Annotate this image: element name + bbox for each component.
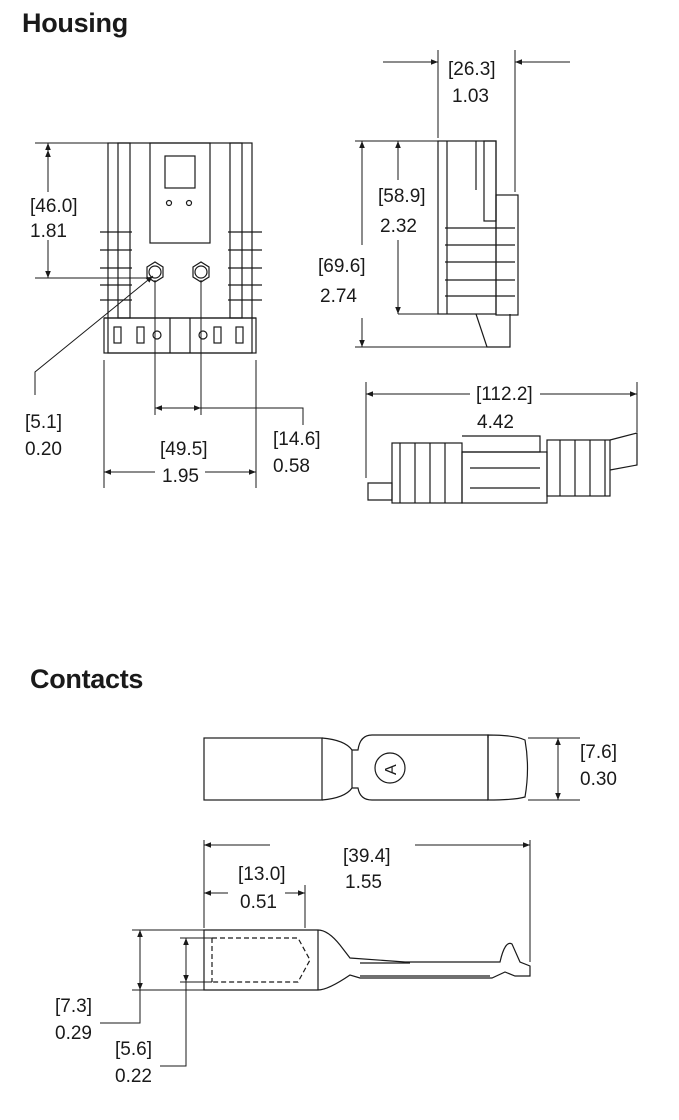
dim-contact-barrel-in: 0.51: [240, 892, 277, 913]
dim-housing-top-width: [26.3] 1.03: [448, 59, 496, 107]
dim-contact-outer-dia-in: 0.29: [55, 1023, 92, 1044]
dim-contact-inner-dia: [5.6] 0.22: [115, 1039, 152, 1087]
dim-housing-width-in: 1.95: [162, 466, 199, 487]
dim-housing-hole-mm: [5.1]: [25, 412, 62, 433]
housing-top-view: [367, 432, 638, 504]
dim-housing-width: [49.5] 1.95: [160, 439, 208, 487]
housing-side-view: [437, 140, 519, 348]
contacts-heading: Contacts: [30, 664, 144, 694]
dim-housing-hole: [5.1] 0.20: [25, 412, 62, 460]
dim-housing-length-in: 4.42: [477, 412, 514, 433]
housing-side-dimension-lines: [355, 50, 570, 348]
contact-side-dimension-lines: [100, 840, 531, 1067]
dim-contact-height: [7.6] 0.30: [580, 742, 617, 790]
dim-housing-length-mm: [112.2]: [476, 384, 533, 405]
dim-contact-barrel: [13.0] 0.51: [238, 864, 286, 913]
contact-mark-icon: A: [374, 752, 406, 784]
dim-housing-total-height-in: 2.74: [320, 286, 357, 307]
dim-housing-hole-in: 0.20: [25, 439, 62, 460]
dim-contact-outer-dia-mm: [7.3]: [55, 996, 92, 1017]
dim-contact-length: [39.4] 1.55: [343, 846, 391, 893]
dim-contact-height-mm: [7.6]: [580, 742, 617, 763]
housing-front-dimension-lines: [34, 142, 304, 488]
dim-contact-barrel-mm: [13.0]: [238, 864, 286, 885]
dim-housing-front-upper: [46.0] 1.81: [30, 196, 78, 242]
dim-housing-front-upper-mm: [46.0]: [30, 196, 78, 217]
dim-contact-length-mm: [39.4]: [343, 846, 391, 867]
contact-mark-label: A: [383, 764, 400, 775]
dim-housing-upper-height: [58.9] 2.32: [378, 186, 426, 237]
dim-housing-upper-height-mm: [58.9]: [378, 186, 426, 207]
dim-contact-inner-dia-mm: [5.6]: [115, 1039, 152, 1060]
housing-top-dimension-lines: [365, 382, 638, 478]
dim-housing-pitch-mm: [14.6]: [273, 429, 321, 450]
dim-housing-top-width-mm: [26.3]: [448, 59, 496, 80]
dim-housing-pitch: [14.6] 0.58: [273, 429, 321, 477]
housing-heading: Housing: [22, 8, 128, 38]
dim-contact-outer-dia: [7.3] 0.29: [55, 996, 92, 1044]
dim-housing-front-upper-in: 1.81: [30, 221, 67, 242]
contact-top-view: [203, 734, 529, 801]
dim-housing-total-height: [69.6] 2.74: [318, 256, 366, 307]
housing-front-view: [100, 142, 262, 354]
dim-housing-upper-height-in: 2.32: [380, 216, 417, 237]
dim-housing-total-height-mm: [69.6]: [318, 256, 366, 277]
contact-top-dimension-lines: [528, 737, 580, 801]
dim-contact-height-in: 0.30: [580, 769, 617, 790]
dim-housing-length: [112.2] 4.42: [476, 384, 533, 433]
dim-housing-width-mm: [49.5]: [160, 439, 208, 460]
dim-housing-top-width-in: 1.03: [452, 86, 489, 107]
dim-contact-inner-dia-in: 0.22: [115, 1066, 152, 1087]
dim-contact-length-in: 1.55: [345, 872, 382, 893]
dim-housing-pitch-in: 0.58: [273, 456, 310, 477]
contact-side-view: [203, 929, 531, 991]
